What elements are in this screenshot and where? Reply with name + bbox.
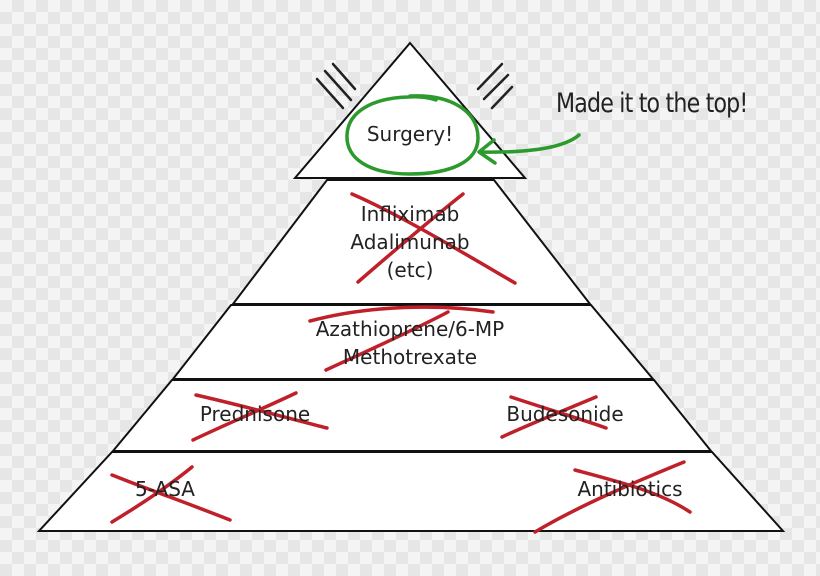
- strike-prednisone-a: [194, 393, 329, 430]
- annotation-arrowhead-icon: [477, 138, 497, 165]
- strike-budesonide-b: [500, 395, 598, 439]
- strike-5asa-a: [110, 473, 232, 522]
- emphasis-marks-left: [315, 62, 357, 110]
- strike-5asa-b: [110, 465, 194, 524]
- surgery-highlight-circle: [345, 94, 480, 176]
- strike-prednisone-b: [191, 391, 298, 442]
- tier-2-line-1: Azathioprene/6-MP: [315, 317, 505, 341]
- tier-1-line-2: Adalimunab: [350, 230, 470, 254]
- annotation-note: Made it to the top!: [556, 88, 748, 119]
- apex-label: Surgery!: [366, 122, 454, 146]
- tier-4-left-label: 5-ASA: [135, 477, 195, 501]
- strike-antibiotics-b: [533, 460, 686, 534]
- pyramid-apex: [292, 41, 528, 179]
- tier-3-left-label: Prednisone: [199, 402, 311, 426]
- strike-antibiotics-a: [573, 468, 692, 514]
- annotation-arrow-icon: [478, 133, 581, 154]
- strike-immunomod-b: [324, 310, 450, 372]
- tier-1-line-1: Infliximab: [360, 202, 460, 226]
- strike-biologics-a: [350, 192, 517, 285]
- tier-4-right-label: Antibiotics: [577, 477, 683, 501]
- strike-budesonide-a: [509, 395, 608, 430]
- tier-3-right-label: Budesonide: [506, 402, 624, 426]
- emphasis-marks-right: [476, 62, 514, 110]
- tier-2-line-2: Methotrexate: [342, 345, 478, 369]
- strike-biologics-b: [356, 192, 465, 284]
- pyramid-tier-4: [36, 451, 786, 532]
- strike-immunomod-a: [308, 305, 495, 323]
- tier-1-line-3: (etc): [386, 258, 434, 282]
